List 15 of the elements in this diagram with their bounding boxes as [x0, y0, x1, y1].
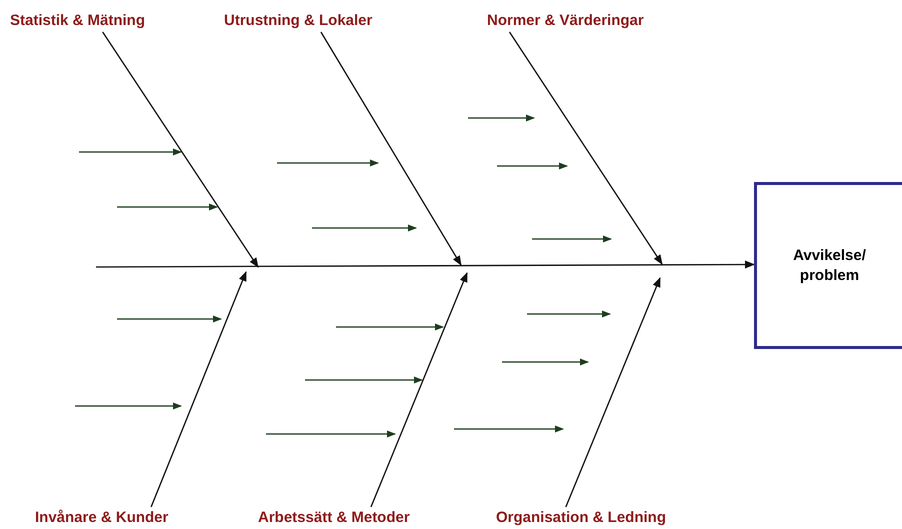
category-heading: Normer & Värderingar [487, 10, 644, 32]
arrow [508, 32, 663, 265]
category-heading: Statistik & Mätning [10, 10, 146, 32]
category-heading: Utrustning & Lokaler [224, 10, 372, 32]
arrow [370, 272, 468, 508]
arrow [102, 32, 259, 268]
arrow [565, 277, 661, 508]
effect-box [754, 182, 902, 349]
category-heading: Invånare & Kunder [35, 507, 168, 529]
effect-label: Avvikelse/ problem [792, 246, 867, 286]
arrow [96, 260, 755, 269]
category-heading: Organisation & Ledning [496, 507, 666, 529]
arrow [320, 32, 462, 266]
category-heading: Arbetssätt & Metoder [258, 507, 410, 529]
arrow [150, 271, 247, 508]
